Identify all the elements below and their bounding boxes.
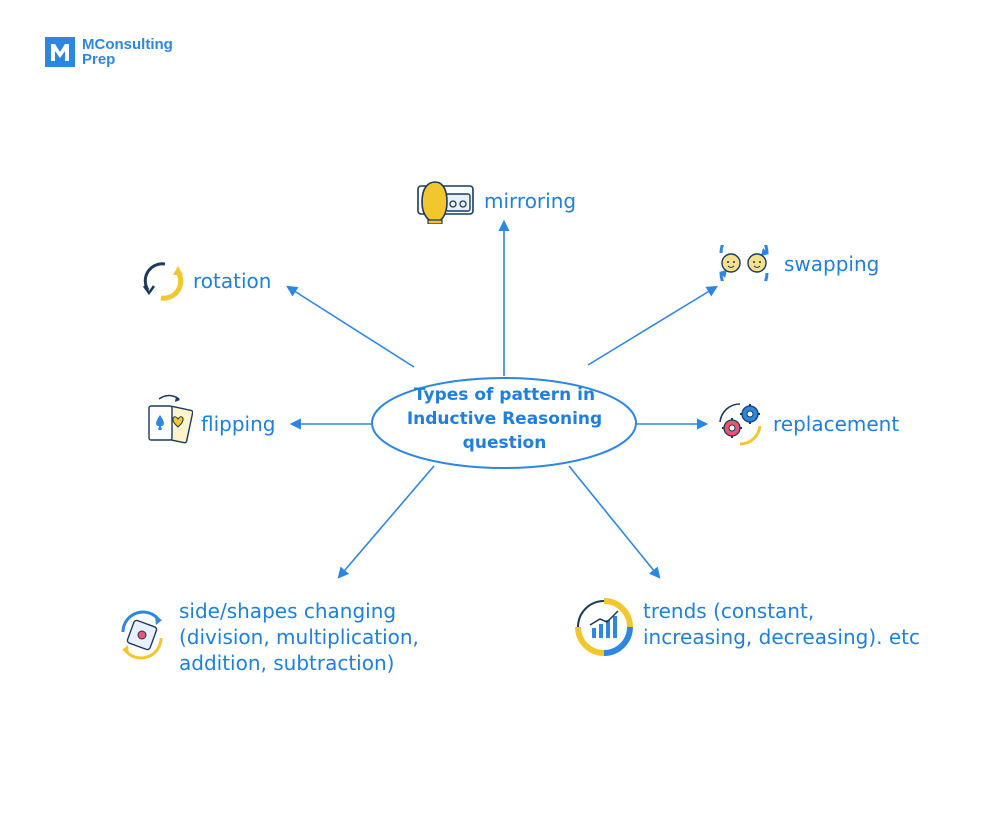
side-shapes-line-1: side/shapes changing [179, 599, 397, 623]
trends-line-2: increasing, decreasing). etc [643, 625, 920, 649]
brand-name: MConsulting Prep [82, 37, 173, 67]
trends-line-1: trends (constant, [643, 599, 815, 623]
replace-gears-icon [719, 403, 762, 446]
swap-faces-icon [719, 245, 769, 281]
side-shapes-line-2: (division, multiplication, [179, 625, 419, 649]
center-title: Types of pattern in Inductive Reasoning … [372, 383, 637, 455]
node-label-swapping: swapping [784, 252, 880, 276]
rotation-arrows-icon [142, 262, 184, 301]
mirror-face-icon [417, 181, 474, 224]
arrow-to-trends [568, 465, 661, 579]
shape-cycle-icon [121, 610, 163, 660]
node-label-rotation: rotation [193, 269, 272, 293]
center-ellipse [371, 377, 637, 469]
node-label-side-shapes: side/shapes changing (division, multipli… [179, 598, 419, 676]
trend-chart-icon [575, 598, 633, 656]
brand-line-2: Prep [82, 51, 116, 68]
flip-cards-icon [148, 394, 193, 444]
brand-logo: MConsulting Prep [45, 37, 173, 67]
center-title-line-2: Inductive Reasoning [406, 409, 603, 429]
side-shapes-line-3: addition, subtraction) [179, 651, 395, 675]
node-label-replacement: replacement [773, 412, 900, 436]
arrow-to-rotation [286, 285, 415, 368]
node-label-trends: trends (constant, increasing, decreasing… [643, 598, 920, 650]
brand-line-1: MConsulting [82, 36, 173, 53]
center-title-line-1: Types of pattern in [413, 385, 596, 405]
node-label-mirroring: mirroring [484, 189, 577, 213]
brand-mark-icon [45, 37, 75, 67]
arrow-to-side-shapes [337, 465, 435, 579]
center-title-line-3: question [462, 433, 547, 453]
arrow-to-swapping [587, 285, 718, 366]
node-label-flipping: flipping [201, 412, 276, 436]
